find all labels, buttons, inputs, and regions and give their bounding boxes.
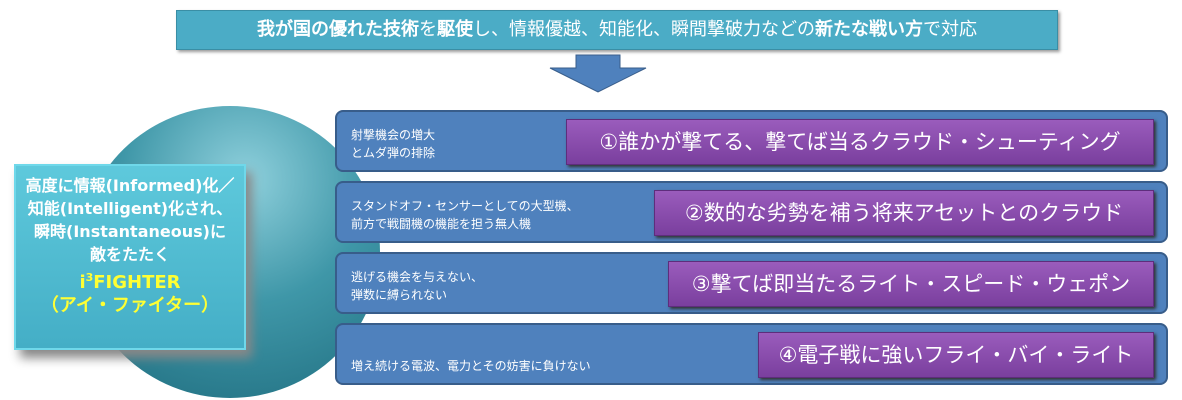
capability-row-1: 射撃機会の増大とムダ弾の排除 ①誰かが撃てる、撃てば当るクラウド・シューティング: [335, 110, 1168, 172]
banner-text: を: [419, 19, 437, 40]
row-desc: スタンドオフ・センサーとしての大型機、: [351, 199, 579, 213]
concept-line: 知能(Intelligent)化され、: [27, 199, 233, 218]
banner-text: で対応: [923, 19, 977, 40]
row-desc: 増え続ける電波、電力とその妨害に負けない: [351, 359, 591, 373]
banner-text: 技術: [383, 19, 419, 40]
fighter-kana: （アイ・ファイター）: [40, 295, 220, 316]
row-desc: [351, 339, 591, 357]
banner-text: 我が国の優れた: [257, 19, 383, 40]
capability-title: ②数的な劣勢を補う将来アセットとのクラウド: [654, 190, 1154, 236]
capability-row-3: 逃げる機会を与えない、弾数に縛られない ③撃てば即当たるライト・スピード・ウェポ…: [335, 252, 1168, 314]
banner-text: 駆使: [437, 19, 473, 40]
capability-title: ③撃てば即当たるライト・スピード・ウェポン: [668, 261, 1154, 307]
row-desc: とムダ弾の排除: [351, 146, 436, 160]
strategy-banner: 我が国の優れた技術を駆使し、情報優越、知能化、瞬間撃破力などの新たな戦い方で対応: [176, 10, 1058, 50]
row-desc: 前方で戦闘機の機能を担う無人機: [351, 217, 532, 231]
name-sup: 3: [85, 271, 94, 284]
name-i: i: [79, 272, 86, 293]
capability-row-2: スタンドオフ・センサーとしての大型機、前方で戦闘機の機能を担う無人機 ②数的な劣…: [335, 181, 1168, 243]
banner-text: 新たな戦い方: [815, 19, 923, 40]
capability-row-4: 増え続ける電波、電力とその妨害に負けない ④電子戦に強いフライ・バイ・ライト: [335, 323, 1168, 385]
row-desc: 射撃機会の増大: [351, 128, 436, 142]
fighter-name: i3FIGHTER: [16, 266, 244, 294]
concept-line: 高度に情報(Informed)化／: [25, 176, 235, 195]
row-desc: 弾数に縛られない: [351, 288, 448, 302]
capability-title: ④電子戦に強いフライ・バイ・ライト: [758, 332, 1154, 378]
banner-text: し、情報優越、知能化、瞬間撃破力などの: [473, 19, 815, 40]
down-arrow-icon: [549, 54, 647, 93]
name-fighter: FIGHTER: [93, 272, 181, 293]
concept-line: 瞬時(Instantaneous)に: [34, 222, 226, 241]
row-desc: 逃げる機会を与えない、: [351, 270, 484, 284]
i3fighter-concept-box: 高度に情報(Informed)化／ 知能(Intelligent)化され、 瞬時…: [14, 164, 246, 350]
capability-title: ①誰かが撃てる、撃てば当るクラウド・シューティング: [566, 119, 1154, 165]
concept-line: 敵をたたく: [89, 245, 170, 264]
